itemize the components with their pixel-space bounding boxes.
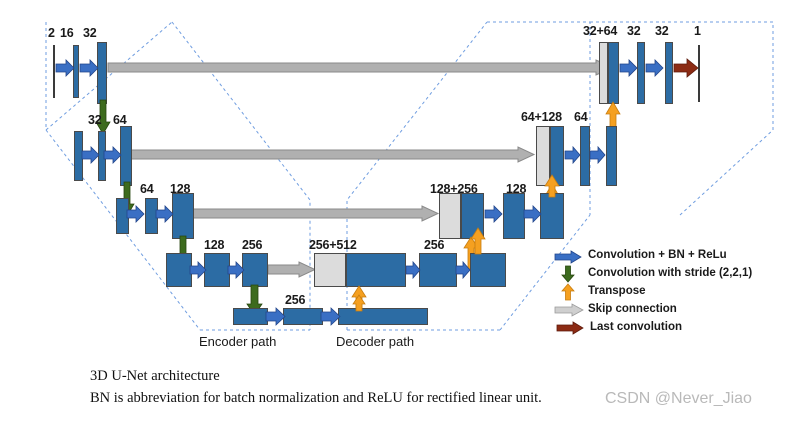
label-l2-d-0: 64+128	[521, 110, 562, 124]
conv-arrow-l2-b	[103, 146, 122, 164]
label-l2-e-1: 64	[113, 113, 127, 127]
label-l1-d-0: 32+64	[583, 24, 618, 38]
block-l5-256	[283, 308, 323, 325]
block-l1-d-3264	[608, 42, 619, 104]
label-l3-d-0: 128+256	[430, 182, 478, 196]
label-l4-e-0: 128	[204, 238, 225, 252]
conv-arrow-l3-a	[126, 205, 145, 223]
decoder-boundary-top	[487, 21, 591, 215]
concat-block-l3-gray	[439, 193, 461, 239]
label-l2-e-0: 32	[88, 113, 102, 127]
skip-connection-level4	[267, 261, 317, 278]
skip-connection-level1	[107, 59, 615, 76]
conv-arrow-l1-d-a	[619, 59, 638, 77]
label-l3-d-1: 128	[506, 182, 527, 196]
block-l1-e-16	[73, 45, 79, 98]
conv-arrow-l5-b	[320, 307, 341, 326]
legend-label-2: Transpose	[588, 285, 646, 297]
conv-arrow-l1-d-b	[645, 59, 664, 77]
legend-blue-right-arrow-icon	[554, 250, 582, 264]
legend-red-right-arrow-icon	[556, 321, 584, 335]
block-l2-d-out	[606, 126, 617, 186]
label-l4-d-0: 256+512	[309, 238, 357, 252]
block-l3-d-128	[503, 193, 525, 239]
concat-block-l2-gray	[536, 126, 550, 186]
legend-label-1: Convolution with stride (2,2,1)	[588, 267, 753, 279]
transpose-arrow-l4-up	[470, 227, 486, 255]
caption-line-1: 3D U-Net architecture	[90, 368, 220, 384]
label-l5-0: 256	[285, 293, 306, 307]
decoder-path-label: Decoder path	[336, 334, 415, 349]
block-l4-d-256512	[346, 253, 406, 287]
label-l1-e-1: 16	[60, 26, 74, 40]
block-l4-e-in	[166, 253, 192, 287]
block-l4-d-out	[470, 253, 506, 287]
block-l3-d-out	[540, 193, 564, 239]
input-line-2ch	[53, 45, 55, 98]
caption-line-2: BN is abbreviation for batch normalizati…	[90, 390, 542, 406]
concat-block-l1-gray	[599, 42, 608, 104]
label-l1-e-2: 32	[83, 26, 97, 40]
transpose-arrow-l5-up	[352, 294, 366, 312]
last-convolution-arrow	[673, 58, 699, 78]
conv-arrow-l2-a	[81, 146, 100, 164]
label-l1-e-0: 2	[48, 26, 55, 40]
legend-label-4: Last convolution	[590, 321, 682, 333]
conv-arrow-l2-d-b	[589, 145, 606, 165]
conv-arrow-l1-b	[79, 59, 99, 77]
block-l1-d-32a	[637, 42, 645, 104]
block-l4-e-256	[242, 253, 268, 287]
conv-arrow-l4-d-b	[455, 260, 471, 280]
block-l5-in	[233, 308, 268, 325]
label-l1-d-1: 32	[627, 24, 641, 38]
block-l5-out	[338, 308, 428, 325]
skip-connection-level3	[190, 205, 440, 222]
conv-arrow-l2-d-a	[564, 145, 581, 165]
label-l4-d-1: 256	[424, 238, 445, 252]
decoder-boundary-diagonal-right	[499, 214, 591, 331]
conv-arrow-l3-b	[155, 205, 174, 223]
label-l1-d-3: 1	[694, 24, 701, 38]
legend-gray-right-arrow-icon	[554, 303, 584, 317]
skip-connection-level2	[127, 146, 536, 163]
conv-arrow-l5-a	[265, 307, 286, 326]
transpose-arrow-l3-up	[544, 174, 560, 198]
block-l1-d-32b	[665, 42, 673, 104]
block-l3-e-128	[172, 193, 194, 239]
watermark-text: CSDN @Never_Jiao	[605, 390, 752, 407]
label-l1-d-2: 32	[655, 24, 669, 38]
legend-green-down-arrow-icon	[561, 265, 575, 283]
label-l3-e-0: 64	[140, 182, 154, 196]
legend-label-0: Convolution + BN + ReLu	[588, 249, 727, 261]
conv-arrow-l4-b	[227, 261, 245, 279]
legend-label-3: Skip connection	[588, 303, 677, 315]
decoder-boundary-right	[590, 21, 774, 216]
block-l1-e-32	[97, 42, 107, 104]
stride-arrow-l1	[95, 99, 111, 135]
label-l4-e-1: 256	[242, 238, 263, 252]
label-l2-d-1: 64	[574, 110, 588, 124]
concat-block-l4-gray	[314, 253, 346, 287]
conv-arrow-l4-d-a	[405, 260, 421, 280]
conv-arrow-l4-a	[189, 261, 207, 279]
block-l4-d-256	[419, 253, 457, 287]
conv-arrow-l3-d-b	[523, 205, 542, 223]
block-l4-e-128	[204, 253, 230, 287]
output-line-1ch	[698, 45, 700, 102]
conv-arrow-l3-d-a	[484, 205, 503, 223]
block-l2-d-64	[580, 126, 590, 186]
legend-orange-up-arrow-icon	[561, 283, 575, 301]
label-l3-e-1: 128	[170, 182, 191, 196]
conv-arrow-l1-a	[55, 59, 75, 77]
encoder-path-label: Encoder path	[199, 334, 277, 349]
block-l2-e-64	[120, 126, 132, 186]
